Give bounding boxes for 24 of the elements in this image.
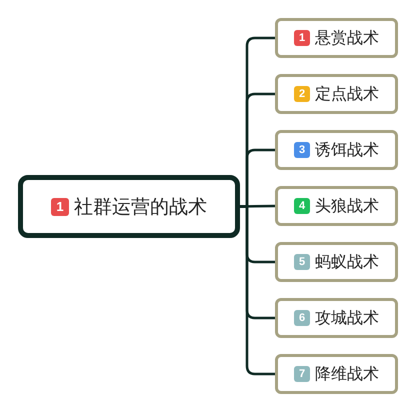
topic-label: 蚂蚁战术 bbox=[315, 252, 379, 272]
number-badge: 6 bbox=[294, 310, 310, 326]
subtopic-box bbox=[275, 130, 398, 170]
topic-label: 诱饵战术 bbox=[315, 140, 379, 160]
subtopic-box bbox=[275, 298, 398, 338]
topic-label: 攻城战术 bbox=[315, 308, 379, 328]
topic-label: 社群运营的战术 bbox=[74, 194, 207, 220]
topic-label: 定点战术 bbox=[315, 84, 379, 104]
number-badge: 1 bbox=[51, 198, 69, 216]
number-badge: 3 bbox=[294, 142, 310, 158]
topic-label: 降维战术 bbox=[315, 364, 379, 384]
topic-box bbox=[18, 175, 240, 238]
subtopic-box bbox=[275, 354, 398, 394]
number-badge: 4 bbox=[294, 198, 310, 214]
number-badge: 7 bbox=[294, 366, 310, 382]
topic-label: 悬赏战术 bbox=[315, 28, 379, 48]
subtopic-box bbox=[275, 74, 398, 114]
topic-label: 头狼战术 bbox=[315, 196, 379, 216]
number-badge: 5 bbox=[294, 254, 310, 270]
subtopic-box bbox=[275, 18, 398, 58]
subtopic-box bbox=[275, 186, 398, 226]
number-badge: 2 bbox=[294, 86, 310, 102]
subtopic-box bbox=[275, 242, 398, 282]
number-badge: 1 bbox=[294, 30, 310, 46]
